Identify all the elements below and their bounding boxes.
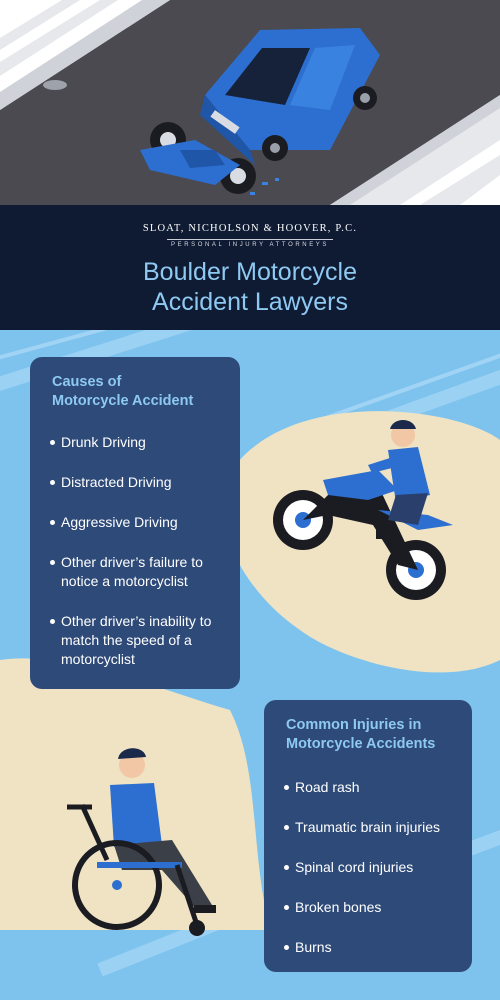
injuries-card: Common Injuries in Motorcycle Accidents … [264,700,472,972]
list-item: Burns [284,938,464,957]
motocross-rider-illustration [268,415,468,605]
causes-list: Drunk Driving Distracted Driving Aggress… [50,433,228,690]
injuries-list: Road rash Traumatic brain injuries Spina… [284,778,464,978]
list-item: Distracted Driving [50,473,228,492]
injuries-heading-line-1: Common Injuries in [286,717,422,733]
sand-blob-right [222,411,500,673]
header-band: SLOAT, NICHOLSON & HOOVER, P.C. PERSONAL… [0,205,500,330]
crash-illustration [0,0,500,205]
list-item: Road rash [284,778,464,797]
title-line-1: Boulder Motorcycle [143,258,357,286]
title-line-2: Accident Lawyers [152,288,348,316]
causes-heading-line-1: Causes of [52,374,122,390]
list-item: Spinal cord injuries [284,858,464,877]
list-item: Aggressive Driving [50,513,228,532]
list-item: Other driver’s inability to match the sp… [50,612,228,669]
list-item: Traumatic brain injuries [284,818,464,837]
list-item: Other driver’s failure to notice a motor… [50,553,228,591]
list-item: Broken bones [284,898,464,917]
wheelchair-person-illustration [62,745,227,945]
firm-name: SLOAT, NICHOLSON & HOOVER, P.C. [142,223,358,234]
page-title: Boulder Motorcycle Accident Lawyers [0,257,500,317]
firm-tagline: PERSONAL INJURY ATTORNEYS [167,239,333,248]
list-item: Drunk Driving [50,433,228,452]
van-icon [200,28,380,165]
injuries-heading: Common Injuries in Motorcycle Accidents [286,716,435,754]
causes-heading-line-2: Motorcycle Accident [52,393,194,409]
motorcycle-icon [140,122,256,194]
causes-card: Causes of Motorcycle Accident Drunk Driv… [30,357,240,689]
injuries-heading-line-2: Motorcycle Accidents [286,736,436,752]
causes-heading: Causes of Motorcycle Accident [52,373,193,411]
